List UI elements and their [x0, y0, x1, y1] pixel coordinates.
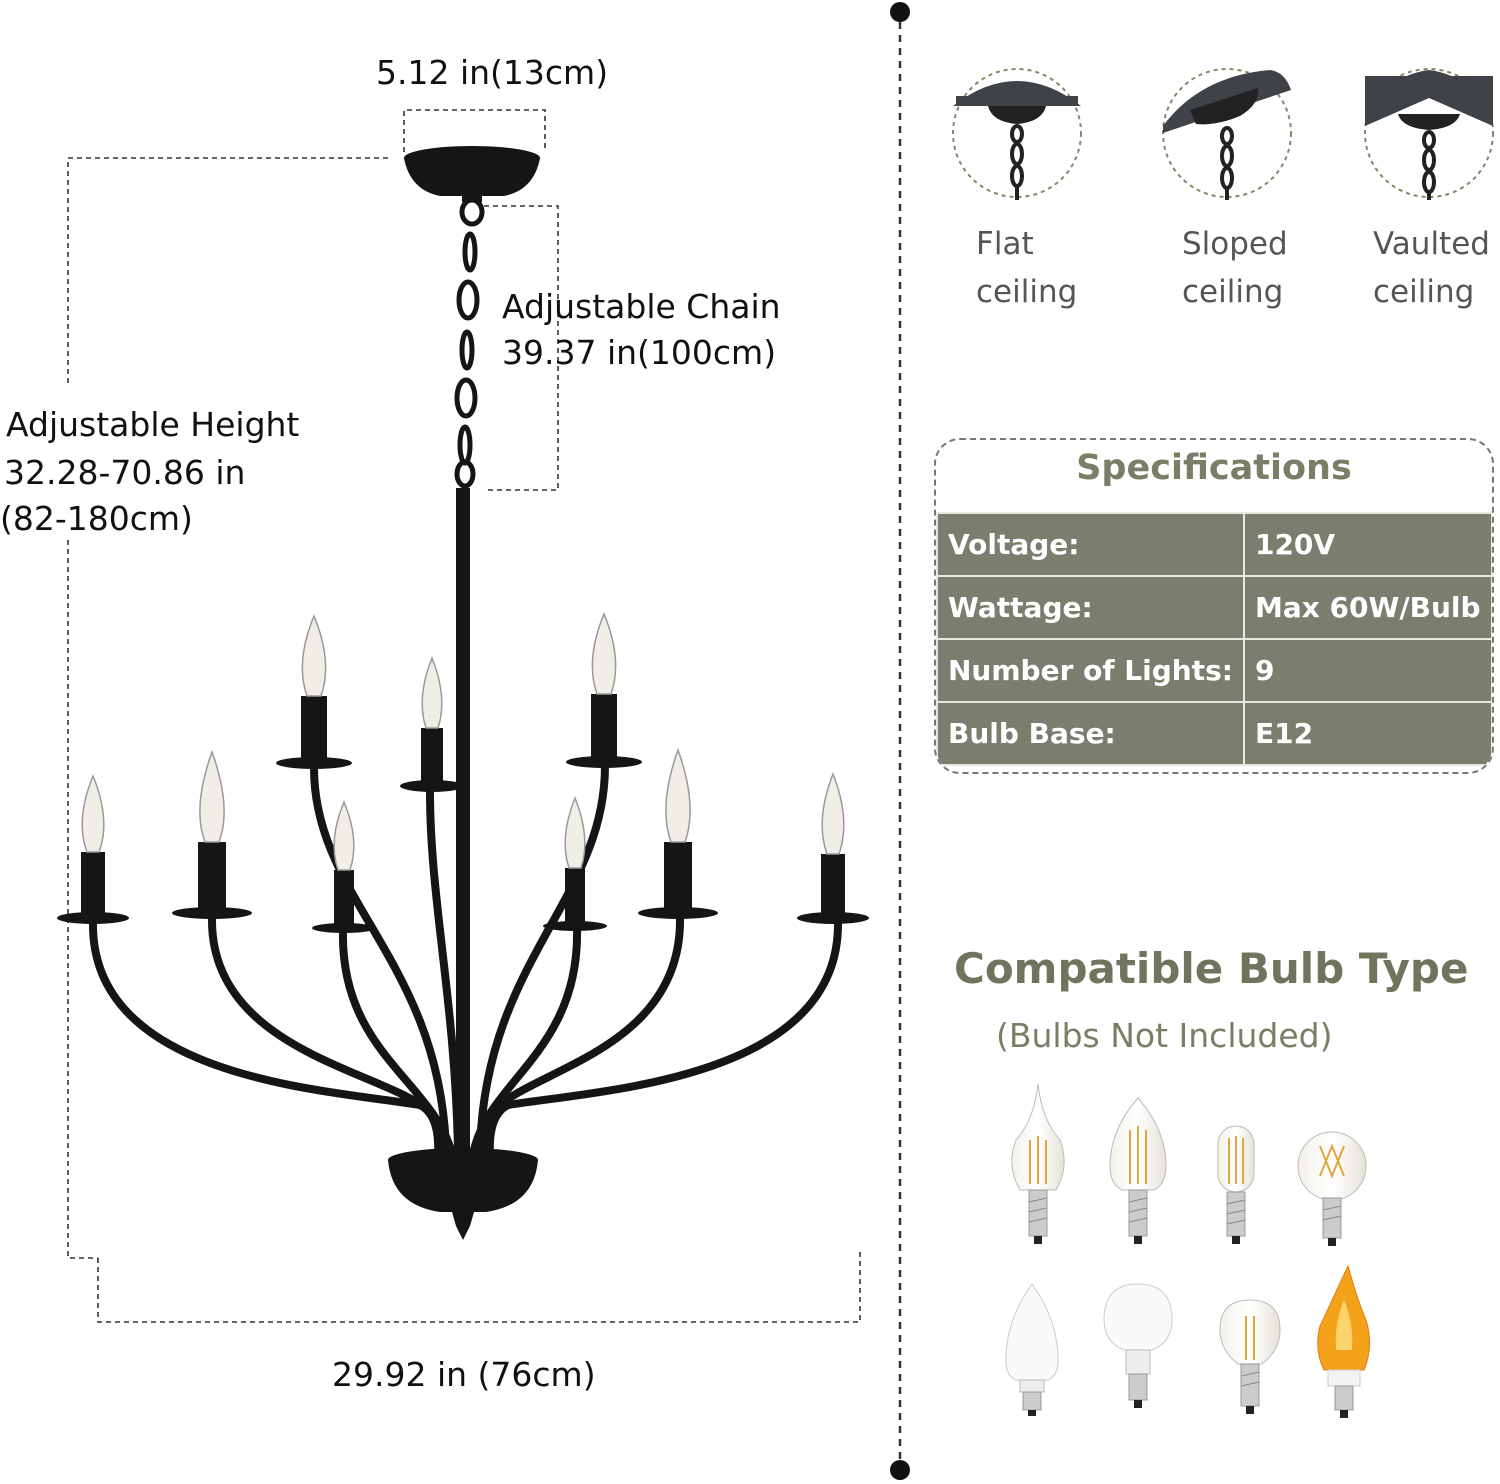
chain-value: 39.37 in(100cm): [502, 333, 777, 372]
table-row: Voltage: 120V: [936, 512, 1492, 577]
height-value-in: 32.28-70.86 in: [4, 453, 246, 492]
candle-light: [312, 800, 376, 933]
spec-value: 120V: [1242, 512, 1492, 577]
chandelier-diagram: [57, 109, 869, 1323]
divider: [890, 2, 910, 1480]
specifications-title: Specifications: [1076, 448, 1352, 488]
dimension-lines: [67, 109, 861, 1323]
candle-filament-bulb-icon: [1109, 1097, 1167, 1244]
spec-key: Voltage:: [936, 512, 1245, 577]
vaulted-ceiling-label: Vaulted ceiling: [1373, 226, 1490, 311]
width-label: 29.92 in (76cm): [332, 1355, 596, 1394]
chandelier-arms: [88, 762, 843, 1159]
spec-key: Bulb Base:: [936, 701, 1245, 766]
candle-light: [57, 774, 129, 924]
chain-label: Adjustable Chain: [502, 287, 781, 326]
spec-key: Number of Lights:: [936, 638, 1245, 703]
center-rod: [456, 488, 470, 1150]
tubular-filament-bulb-icon: [1217, 1125, 1255, 1244]
flat-ceiling-label: Flat ceiling: [976, 226, 1078, 311]
candle-lights: [57, 612, 869, 933]
spec-key: Wattage:: [936, 575, 1245, 640]
vaulted-ceiling-icon: [1364, 68, 1494, 200]
sloped-ceiling-icon: [1162, 68, 1292, 200]
spec-value: E12: [1242, 701, 1492, 766]
globe-filament-bulb-icon: [1297, 1131, 1367, 1246]
sloped-ceiling-label: Sloped ceiling: [1182, 226, 1288, 311]
table-row: Wattage: Max 60W/Bulb: [936, 575, 1492, 640]
height-value-cm: (82-180cm): [0, 499, 193, 538]
specifications-panel: Specifications Voltage: 120V Wattage: Ma…: [934, 438, 1494, 774]
flicker-flame-bulb-icon: [1317, 1264, 1370, 1418]
spec-value: Max 60W/Bulb: [1242, 575, 1492, 640]
bulb-type-subtitle: (Bulbs Not Included): [996, 1016, 1333, 1055]
bulb-grid: [1005, 1083, 1370, 1418]
candle-light: [797, 771, 869, 924]
candle-light: [543, 795, 607, 931]
candle-light: [638, 747, 718, 919]
chain: [454, 197, 485, 489]
a-shape-filament-bulb-icon: [1219, 1299, 1281, 1414]
table-row: Bulb Base: E12: [936, 701, 1492, 766]
height-label: Adjustable Height: [6, 405, 300, 444]
flame-tip-filament-bulb-icon: [1011, 1083, 1065, 1244]
candle-light: [172, 749, 252, 919]
ceiling-canopy: [404, 146, 540, 202]
candle-light: [566, 612, 642, 768]
led-globe-bulb-icon: [1103, 1283, 1173, 1408]
bottom-bowl: [388, 1148, 538, 1240]
candle-light: [276, 614, 352, 769]
candle-light: [400, 655, 464, 792]
bulb-type-title: Compatible Bulb Type: [954, 944, 1469, 993]
canopy-width-label: 5.12 in(13cm): [376, 53, 609, 92]
led-candle-bulb-icon: [1005, 1283, 1059, 1416]
specifications-table: Voltage: 120V Wattage: Max 60W/Bulb Numb…: [936, 512, 1492, 766]
spec-value: 9: [1242, 638, 1492, 703]
table-row: Number of Lights: 9: [936, 638, 1492, 703]
flat-ceiling-icon: [952, 68, 1082, 200]
